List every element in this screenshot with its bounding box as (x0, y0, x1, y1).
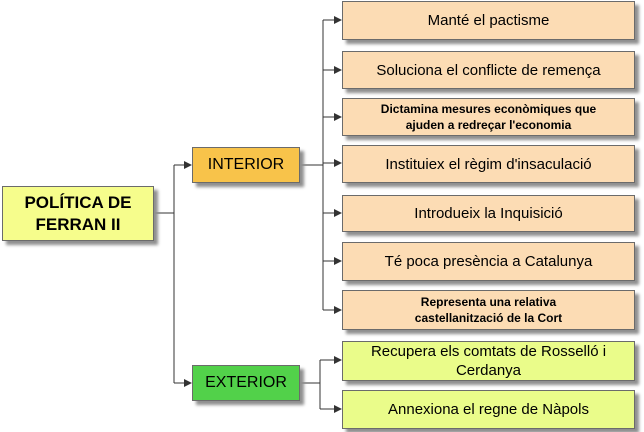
item-text: Annexiona el regne de Nàpols (388, 401, 589, 418)
root-node: POLÍTICA DE FERRAN II (2, 186, 154, 241)
interior-item: Representa una relativa castellanització… (342, 290, 635, 330)
item-text: Soluciona el conflicte de remença (376, 61, 601, 79)
item-text-line2: ajuden a redreçar l'economia (405, 118, 572, 132)
item-text-line1: Dictamina mesures econòmiques que (380, 102, 597, 116)
item-text-line2: castellanització de la Cort (414, 311, 563, 325)
interior-item: Introdueix la Inquisició (342, 195, 635, 232)
interior-item: Manté el pactisme (342, 1, 635, 40)
item-text-line1: Recupera els comtats de Rosselló i (370, 343, 607, 360)
item-text: Introdueix la Inquisició (414, 205, 563, 222)
interior-item: Soluciona el conflicte de remença (342, 51, 635, 89)
exterior-item: Recupera els comtats de Rosselló i Cerda… (342, 341, 635, 381)
item-text: Manté el pactisme (427, 12, 550, 29)
interior-item: Té poca presència a Catalunya (342, 242, 635, 281)
exterior-item: Annexiona el regne de Nàpols (342, 390, 635, 429)
item-text-line2: Cerdanya (455, 362, 522, 379)
exterior-node: EXTERIOR (192, 365, 300, 401)
interior-node: INTERIOR (192, 147, 300, 183)
interior-item: Instituiex el règim d'insaculació (342, 145, 635, 183)
item-text: Instituiex el règim d'insaculació (385, 155, 592, 173)
interior-item: Dictamina mesures econòmiques que ajuden… (342, 98, 635, 136)
root-title-line1: POLÍTICA DE (24, 192, 132, 212)
exterior-label: EXTERIOR (205, 374, 287, 391)
item-text-line1: Representa una relativa (420, 295, 557, 309)
root-title-line2: FERRAN II (35, 214, 121, 234)
item-text: Té poca presència a Catalunya (384, 253, 593, 270)
interior-label: INTERIOR (207, 156, 285, 173)
